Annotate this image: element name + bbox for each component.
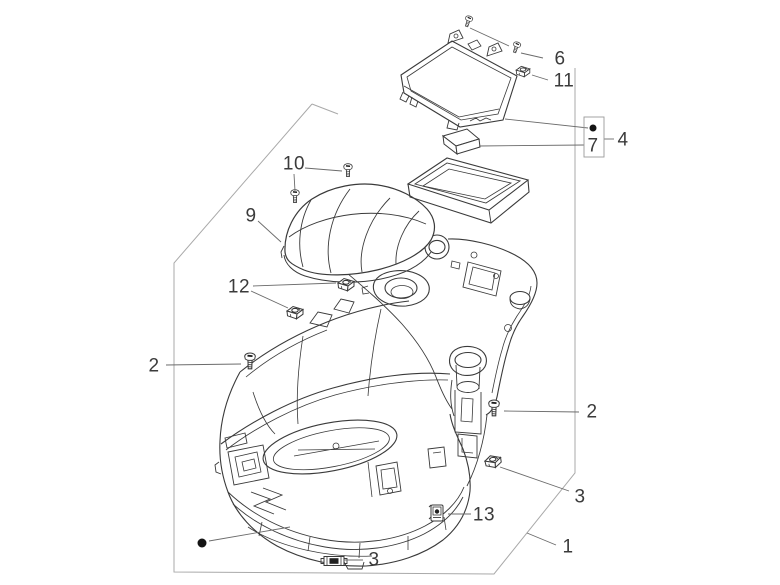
clip-12b <box>337 278 355 292</box>
callout-10: 10 <box>282 153 306 175</box>
clip-13 <box>428 504 444 522</box>
clip-3-right <box>483 453 503 470</box>
screw-6b <box>510 40 522 55</box>
group-dot-top <box>589 124 597 132</box>
screw-2-right <box>487 399 501 417</box>
clip-12a <box>286 306 304 320</box>
dome-cover-drawing <box>280 183 436 283</box>
storage-tray-drawing <box>406 157 530 224</box>
callout-6: 6 <box>554 48 566 70</box>
screw-6a <box>462 14 474 29</box>
callout-11: 11 <box>553 70 575 92</box>
group-dot-bottom <box>197 538 207 548</box>
callout-9: 9 <box>245 205 257 227</box>
callout-2-left: 2 <box>148 355 160 377</box>
fasteners <box>243 14 531 566</box>
assembly-boundary-fence <box>173 68 576 575</box>
group-bracket-4 <box>583 116 605 158</box>
callout-2-right: 2 <box>586 401 598 423</box>
cover-lid-drawing <box>399 29 518 131</box>
callout-13: 13 <box>472 504 496 526</box>
callout-12: 12 <box>227 276 251 298</box>
screw-10a <box>290 188 300 204</box>
clip-11 <box>515 65 531 78</box>
compartment-body-drawing <box>214 234 538 570</box>
callout-3-right: 3 <box>574 486 586 508</box>
callout-7: 7 <box>587 135 599 157</box>
callout-4: 4 <box>617 129 629 151</box>
screw-10b <box>343 162 353 178</box>
rubber-pad-drawing <box>441 128 481 156</box>
callout-3-bottom: 3 <box>368 549 380 571</box>
leader-lines <box>165 27 614 561</box>
clip-3-bottom <box>320 556 348 566</box>
callout-1: 1 <box>562 536 574 558</box>
